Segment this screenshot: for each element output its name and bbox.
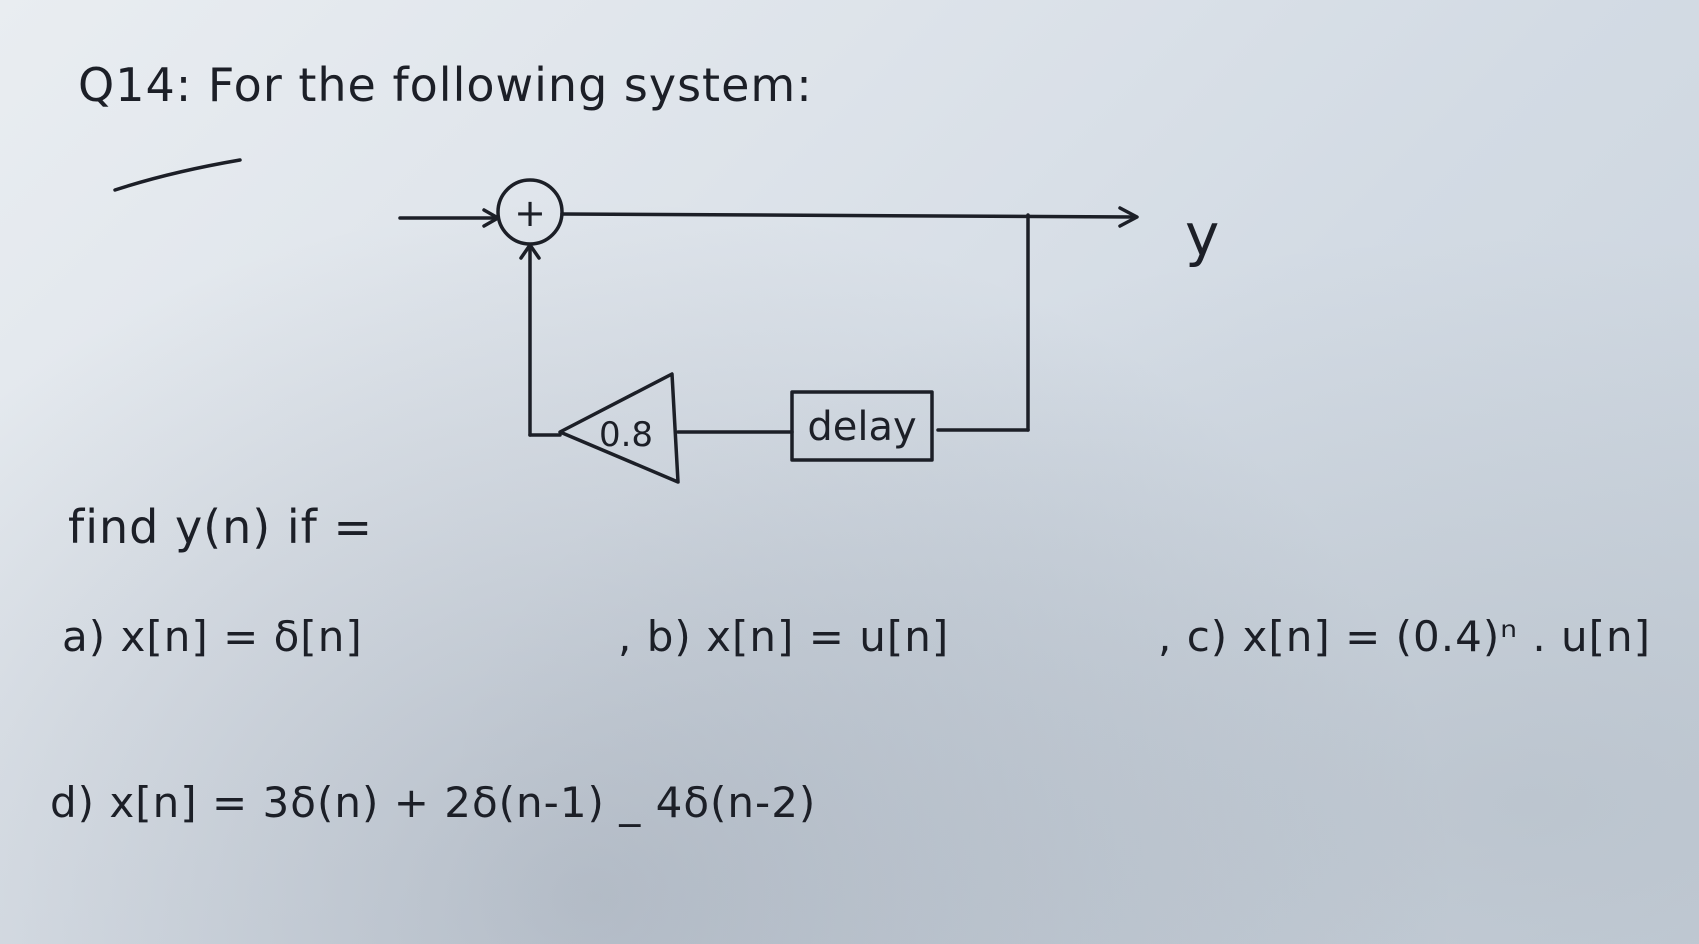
output-arrowhead [1118, 206, 1139, 228]
part-c: , c) x[n] = (0.4)ⁿ . u[n] [1158, 612, 1652, 661]
gain-triangle [558, 372, 680, 484]
find-instruction: find y(n) if = [68, 500, 373, 554]
delay-label: delay [807, 404, 916, 450]
part-a: a) x[n] = δ[n] [62, 612, 363, 661]
part-b: , b) x[n] = u[n] [618, 612, 950, 661]
output-line [560, 212, 1137, 219]
question-title: Q14: For the following system: [78, 58, 813, 112]
delay-box [790, 390, 934, 462]
part-d: d) x[n] = 3δ(n) + 2δ(n-1) _ 4δ(n-2) [50, 778, 817, 827]
title-underline [113, 158, 242, 192]
gain-label: 0.8 [599, 415, 653, 455]
feedback-arrowhead [519, 243, 541, 260]
adder-symbol: + [514, 191, 546, 235]
output-label: y [1185, 201, 1219, 269]
